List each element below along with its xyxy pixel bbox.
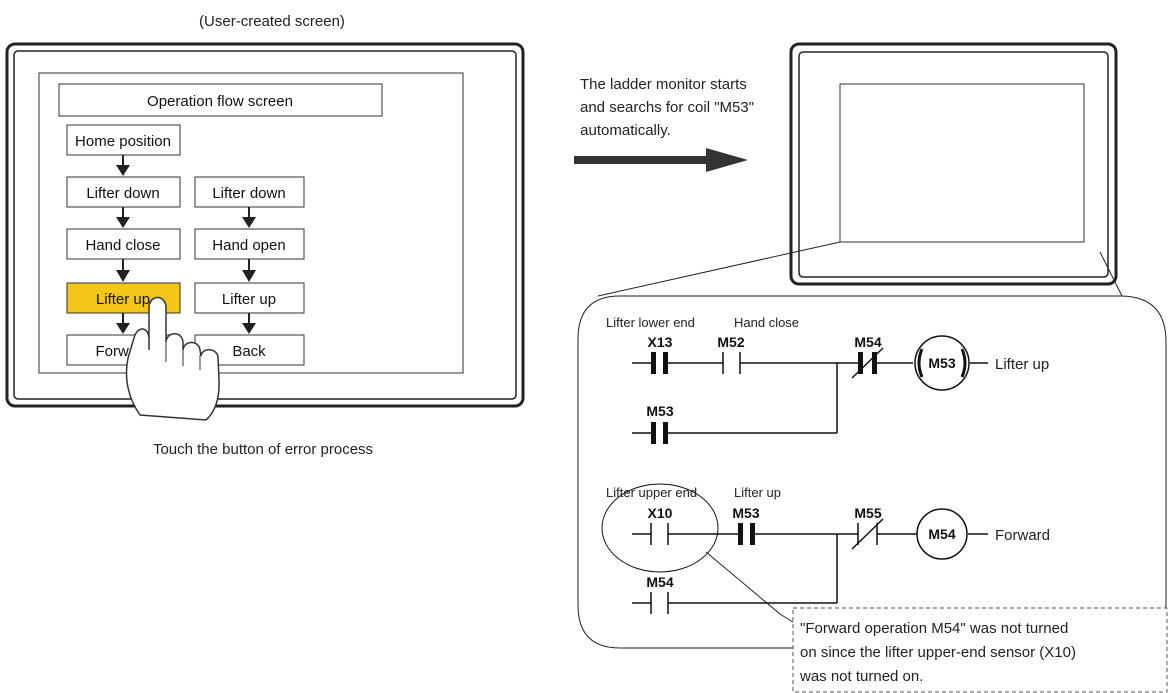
contact-m54-nc-icon: [851, 347, 884, 379]
contact-m53-icon: [738, 523, 755, 545]
contact-m52-icon: [722, 352, 741, 374]
callout-leader-line: [705, 551, 797, 625]
callout-line-2: on since the lifter upper-end sensor (X1…: [800, 644, 1076, 661]
ladder-rung-1: [632, 362, 988, 434]
rung1-contact3-device: M54: [854, 334, 881, 350]
contact-m54-parallel-icon: [650, 592, 669, 614]
rung1-contact2-comment: Hand close: [734, 315, 799, 330]
coil-m53-icon: M53: [914, 335, 970, 391]
rung2-contact1-comment: Lifter upper end: [606, 485, 697, 500]
rung2-contact1-device: X10: [648, 505, 673, 521]
rung1-contact1-comment: Lifter lower end: [606, 315, 695, 330]
flow-button-hand-close[interactable]: Hand close: [66, 228, 181, 260]
arrow-note-line-1: The ladder monitor starts: [580, 76, 747, 93]
flow-button-label: Lifter up: [222, 291, 276, 308]
highlight-ellipse-x10: [601, 483, 719, 573]
got-screen-right: [789, 42, 1118, 286]
touch-caption: Touch the button of error process: [153, 441, 373, 458]
flow-button-label: Back: [232, 343, 266, 360]
flow-button-label: Hand close: [85, 237, 160, 254]
rung2-coil-comment: Forward: [995, 527, 1050, 544]
arrow-note-line-2: and searchs for coil "M53": [580, 99, 754, 116]
rung1-contact2-device: M52: [717, 334, 744, 350]
callout-line-1: "Forward operation M54" was not turned: [800, 620, 1068, 637]
arrow-note-line-3: automatically.: [576, 122, 671, 139]
rung1-contact1-device: X13: [648, 334, 673, 350]
flow-button-label: Hand open: [212, 237, 285, 254]
contact-x13-icon: [651, 352, 668, 374]
contact-x10-icon: [650, 523, 669, 545]
coil-m54-label: M54: [928, 526, 955, 542]
home-position-button[interactable]: Home position: [66, 124, 181, 156]
coil-m54-icon: M54: [916, 508, 968, 560]
callout-line-3: was not turned on.: [799, 668, 923, 685]
coil-m53-label: M53: [928, 355, 955, 371]
callout-box: "Forward operation M54" was not turned o…: [792, 607, 1168, 693]
flow-button-label: Lifter down: [86, 185, 159, 202]
flow-button-label: Lifter down: [212, 185, 285, 202]
rung1-coil-comment: Lifter up: [995, 356, 1049, 373]
rung1-parallel-device: M53: [646, 403, 673, 419]
contact-m55-nc-icon: [851, 518, 884, 550]
operation-flow-title: Operation flow screen: [147, 93, 293, 110]
flow-button-lifter-up-right[interactable]: Lifter up: [194, 282, 305, 314]
flow-button-lifter-down-right[interactable]: Lifter down: [194, 176, 305, 208]
flow-button-lifter-down-left[interactable]: Lifter down: [66, 176, 181, 208]
contact-m53-parallel-icon: [651, 422, 668, 444]
rung2-contact3-device: M55: [854, 505, 881, 521]
zoom-line-left: [597, 241, 841, 297]
flow-button-label: Lifter up: [96, 291, 150, 308]
ladder-rung-2: [632, 533, 988, 604]
flow-arrows: [116, 155, 256, 334]
rung2-contact2-device: M53: [732, 505, 759, 521]
touching-hand-icon: [125, 296, 220, 421]
big-right-arrow-icon: [574, 148, 748, 172]
flow-button-hand-open[interactable]: Hand open: [194, 228, 305, 260]
rung2-contact2-comment: Lifter up: [734, 485, 781, 500]
arrow-note: The ladder monitor starts and searchs fo…: [576, 76, 754, 139]
user-screen-caption: (User-created screen): [199, 13, 345, 30]
rung2-parallel-device: M54: [646, 574, 673, 590]
operation-flow-title-box: Operation flow screen: [58, 83, 383, 117]
home-position-label: Home position: [75, 133, 171, 150]
